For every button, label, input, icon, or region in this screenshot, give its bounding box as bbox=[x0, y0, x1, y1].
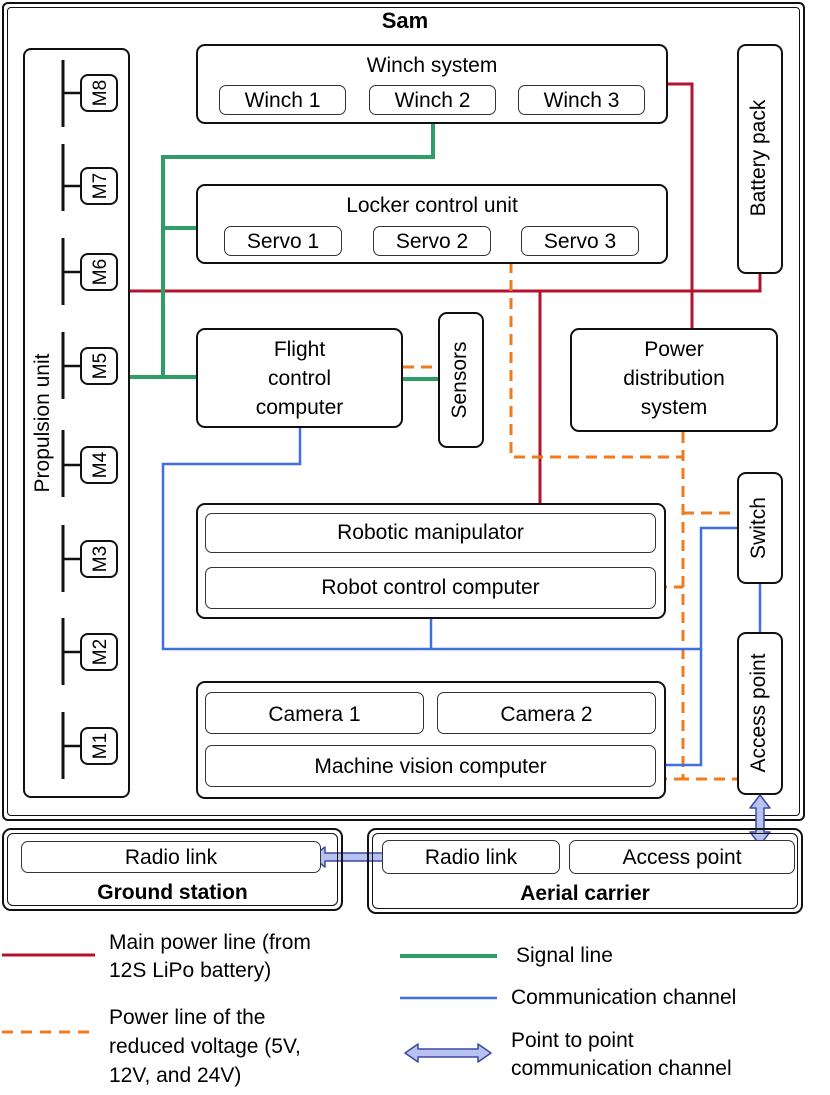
motor-m4 bbox=[61, 430, 118, 497]
motor-m6-label: M6 bbox=[90, 259, 111, 285]
battery-pack-label: Battery pack bbox=[747, 99, 770, 217]
flight-control-computer-box bbox=[196, 328, 403, 428]
motor-m6 bbox=[61, 238, 118, 305]
power-distribution-system-label: Power distribution system bbox=[623, 338, 725, 419]
motor-m3-label: M3 bbox=[90, 546, 111, 572]
ground-radio-link-label: Radio link bbox=[124, 846, 218, 869]
motor-m5 bbox=[61, 332, 118, 399]
aerial-access-point-label: Access point bbox=[622, 846, 742, 869]
legend-p2p-text: Point to point communication channel bbox=[511, 1029, 732, 1080]
camera-2-label: Camera 2 bbox=[500, 703, 593, 726]
camera-2 bbox=[437, 692, 656, 734]
signal-line bbox=[161, 124, 435, 377]
ground-radio-link bbox=[21, 841, 321, 873]
motor-m7 bbox=[61, 144, 118, 211]
winch-1 bbox=[219, 85, 346, 115]
motor-m1-label: M1 bbox=[90, 733, 111, 759]
comm-line bbox=[161, 428, 737, 651]
sensors-box bbox=[438, 312, 484, 448]
robot-control-computer-label: Robot control computer bbox=[321, 576, 540, 599]
motor-m2-label: M2 bbox=[90, 639, 111, 665]
propulsion-motors: M8 M7 M6 M5 M4 M3 M2 M1 bbox=[61, 60, 118, 779]
machine-vision-computer-label: Machine vision computer bbox=[314, 755, 547, 778]
aerial-carrier-inner bbox=[372, 833, 798, 909]
camera-1-label: Camera 1 bbox=[268, 703, 361, 726]
robotic-manipulator-label: Robotic manipulator bbox=[337, 521, 524, 544]
access-point-box bbox=[737, 632, 783, 795]
propulsion-unit-label: Propulsion unit bbox=[31, 353, 54, 493]
winch-3 bbox=[518, 85, 645, 115]
motor-m4-label: M4 bbox=[90, 451, 111, 478]
servo-2-label: Servo 2 bbox=[395, 230, 469, 253]
ground-station-outer bbox=[2, 828, 343, 911]
legend-reduced-power-text: Power line of the reduced voltage (5V, 1… bbox=[109, 1006, 301, 1087]
switch-box bbox=[737, 472, 783, 584]
power-distribution-system-box bbox=[570, 328, 778, 432]
legend-signal-text: Signal line bbox=[516, 944, 613, 967]
aerial-carrier-title: Aerial carrier bbox=[520, 882, 650, 905]
legend-comm-text: Communication channel bbox=[511, 986, 737, 1009]
ground-station-title: Ground station bbox=[97, 881, 248, 904]
locker-control-unit-title: Locker control unit bbox=[346, 194, 518, 217]
motor-m3 bbox=[61, 525, 118, 592]
motor-m5-label: M5 bbox=[90, 353, 111, 379]
main-power-line bbox=[130, 274, 762, 293]
motor-m7-label: M7 bbox=[90, 173, 111, 199]
servo-2 bbox=[373, 226, 491, 256]
aerial-access-point bbox=[569, 840, 795, 874]
sam-inner-frame bbox=[7, 7, 800, 816]
camera-1 bbox=[205, 692, 424, 734]
motor-m1 bbox=[61, 712, 118, 779]
aerial-radio-link-label: Radio link bbox=[424, 846, 518, 869]
motor-m8-label: M8 bbox=[90, 80, 111, 106]
comm-line bbox=[656, 649, 703, 767]
motor-m8 bbox=[61, 60, 118, 127]
main-power-line bbox=[667, 82, 694, 328]
sam-outer-frame bbox=[2, 2, 805, 821]
winch-1-label: Winch 1 bbox=[244, 89, 321, 112]
aerial-carrier-outer bbox=[367, 828, 803, 914]
winch-system-title: Winch system bbox=[366, 54, 498, 77]
legend-main-power-text: Main power line (from 12S LiPo battery) bbox=[109, 931, 311, 982]
winch-2-label: Winch 2 bbox=[394, 89, 471, 112]
sensors-label: Sensors bbox=[448, 341, 471, 419]
legend-symbols bbox=[2, 953, 497, 1063]
propulsion-unit-box bbox=[23, 48, 130, 798]
aerial-radio-link bbox=[382, 840, 560, 874]
servo-1-label: Servo 1 bbox=[246, 230, 320, 253]
servo-1 bbox=[224, 226, 342, 256]
legend-p2p-arrow bbox=[404, 1043, 492, 1063]
battery-pack-box bbox=[737, 44, 783, 274]
servo-3 bbox=[521, 226, 639, 256]
ground-station-inner bbox=[7, 833, 338, 906]
robotic-manipulator bbox=[205, 513, 656, 553]
winch-2 bbox=[369, 85, 496, 115]
winch-3-label: Winch 3 bbox=[543, 89, 620, 112]
machine-vision-computer bbox=[205, 745, 656, 787]
sam-title: Sam bbox=[381, 8, 429, 33]
servo-3-label: Servo 3 bbox=[543, 230, 617, 253]
motor-m2 bbox=[61, 618, 118, 685]
robot-control-computer bbox=[205, 567, 656, 609]
flight-control-computer-label: Flight control computer bbox=[255, 338, 344, 419]
switch-label: Switch bbox=[747, 497, 770, 559]
access-point-label: Access point bbox=[747, 653, 770, 773]
